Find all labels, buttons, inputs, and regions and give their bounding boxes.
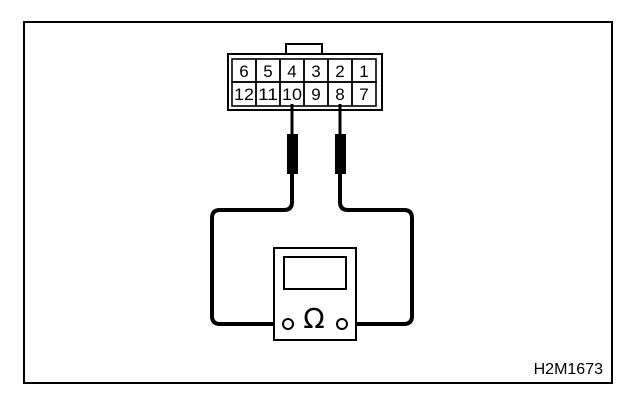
ohmmeter: Ω (273, 247, 357, 341)
probe-right-grip (335, 134, 346, 174)
connector-bottom-row: 12 11 10 9 8 7 (231, 81, 377, 107)
pin-label-10: 10 (282, 85, 302, 104)
meter-display (283, 256, 347, 290)
pin-cell-7 (351, 81, 377, 107)
pin-label-8: 8 (335, 85, 344, 104)
probe-left-grip (287, 134, 298, 174)
pin-label-6: 6 (239, 62, 248, 81)
pin-label-7: 7 (359, 85, 368, 104)
pin-label-1: 1 (359, 62, 368, 81)
probe-left (287, 104, 298, 174)
figure-code: H2M1673 (534, 361, 603, 378)
test-lead-left (210, 174, 294, 326)
ohm-symbol: Ω (303, 302, 324, 335)
pin-label-4: 4 (287, 62, 296, 81)
connector: 6 5 4 3 2 1 12 11 10 9 8 7 (227, 43, 383, 111)
pin-label-5: 5 (263, 62, 272, 81)
test-lead-right (338, 174, 414, 326)
pin-label-9: 9 (311, 85, 320, 104)
meter-terminal-left (282, 318, 294, 330)
pin-label-2: 2 (335, 62, 344, 81)
pin-label-3: 3 (311, 62, 320, 81)
meter-terminal-right (336, 318, 348, 330)
pin-label-11: 11 (258, 85, 278, 104)
probe-right (335, 104, 346, 174)
pin-label-12: 12 (234, 85, 254, 104)
figure-frame (23, 21, 613, 384)
